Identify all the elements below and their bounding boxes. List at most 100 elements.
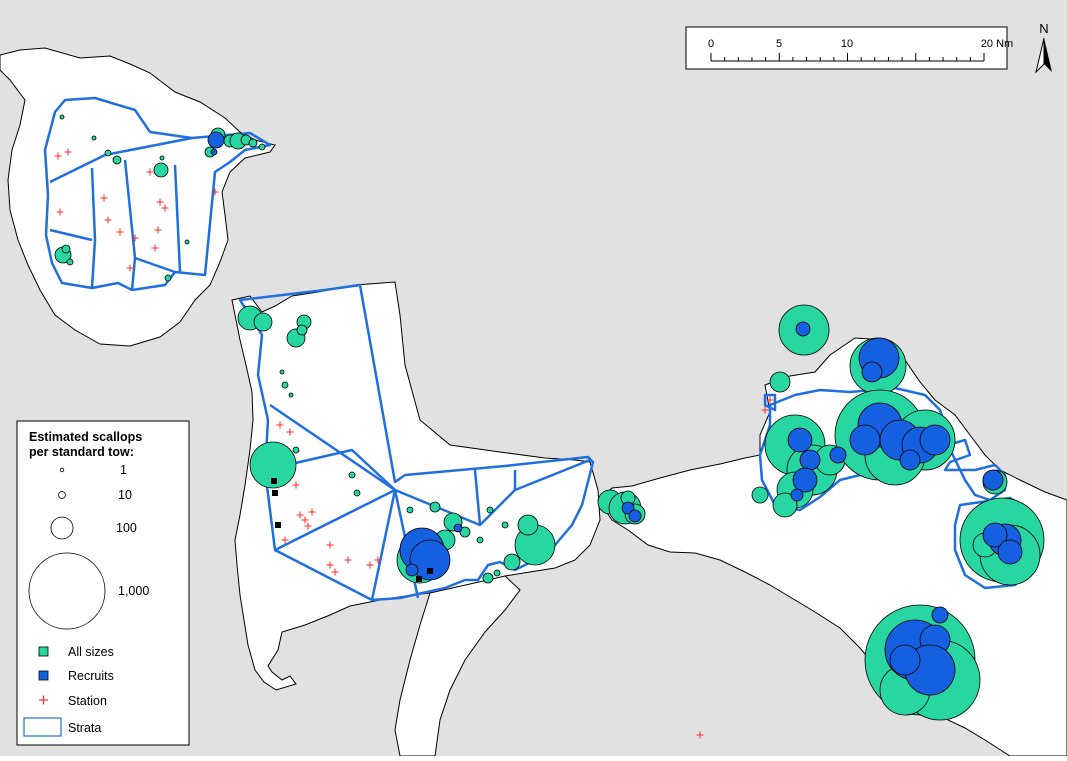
station-cross-icon <box>104 216 112 224</box>
recruits-circle <box>207 131 225 149</box>
recruits-circle <box>628 509 642 523</box>
black-square-marker <box>427 568 433 574</box>
all-sizes-circle <box>104 149 112 157</box>
recruits-circle <box>799 449 821 471</box>
all-sizes-circle <box>296 324 308 336</box>
legend-recruits-label: Recruits <box>68 669 114 683</box>
legend: Estimated scallops per standard tow: 1 1… <box>16 420 190 746</box>
station-cross-icon <box>292 481 300 489</box>
station-cross-icon <box>326 561 334 569</box>
all-sizes-circle <box>61 244 71 254</box>
all-sizes-circle <box>258 143 266 151</box>
north-arrow-icon: N <box>1035 21 1052 74</box>
stratum-nw-divider-4 <box>134 256 176 274</box>
all-sizes-circle <box>281 381 289 389</box>
recruits-circle <box>409 539 451 581</box>
stratum-nw-divider-5 <box>173 164 182 273</box>
all-sizes-circle <box>751 486 769 504</box>
all-sizes-circle <box>353 489 361 497</box>
black-square-marker <box>416 576 422 582</box>
station-cross-icon <box>308 508 316 516</box>
recruits-circle <box>453 523 463 533</box>
station-cross-icon <box>100 194 108 202</box>
station-cross-icon <box>54 152 62 160</box>
legend-title-line1: Estimated scallops <box>29 430 142 444</box>
north-arrow-left-half <box>1035 37 1045 74</box>
all-sizes-circle <box>348 471 356 479</box>
all-sizes-circle <box>772 492 798 518</box>
station-cross-icon <box>154 226 162 234</box>
stratum-central-divider-5 <box>473 469 517 527</box>
station-cross-icon <box>696 731 704 739</box>
recruits-circle <box>849 424 881 456</box>
stratum-northwest <box>43 96 272 292</box>
station-cross-icon <box>374 556 382 564</box>
station-cross-icon <box>366 561 374 569</box>
recruits-circle <box>861 361 883 383</box>
legend-recruits-swatch <box>38 670 49 681</box>
recruits-circle <box>982 469 1004 491</box>
all-sizes-circle <box>406 506 414 514</box>
stratum-nw-divider-6 <box>49 228 93 242</box>
station-cross-icon <box>161 204 169 212</box>
all-sizes-circle <box>459 526 471 538</box>
north-arrow-right-half <box>1044 38 1052 72</box>
station-cross-icon <box>761 406 769 414</box>
all-sizes-circle <box>253 312 273 332</box>
all-sizes-circle <box>501 521 509 529</box>
recruits-circles <box>207 131 1023 696</box>
stratum-east-1 <box>763 393 777 412</box>
scale-label-0: 0 <box>708 38 714 50</box>
all-sizes-circle <box>486 506 494 514</box>
legend-strata-swatch <box>23 717 62 737</box>
legend-size-100-circle <box>50 516 74 540</box>
recruits-circle <box>829 446 847 464</box>
station-cross-icon <box>766 396 774 404</box>
station-cross-icon <box>126 264 134 272</box>
station-cross-icon <box>116 228 124 236</box>
station-cross-icon <box>296 511 304 519</box>
recruits-circle <box>621 501 635 515</box>
legend-size-1000-label: 1,000 <box>118 584 149 598</box>
station-cross-icon <box>64 148 72 156</box>
scale-label-5: 5 <box>776 38 782 50</box>
legend-station-cross-icon <box>39 695 48 705</box>
recruits-circle <box>919 424 951 456</box>
recruits-circle <box>899 449 921 471</box>
all-sizes-circle <box>517 514 539 536</box>
recruits-circle <box>787 427 813 453</box>
scale-label-20nm: 20 Nm <box>981 38 1013 50</box>
all-sizes-circle <box>66 258 74 266</box>
stratum-nw-divider-2 <box>90 167 97 289</box>
all-sizes-circle <box>429 501 441 513</box>
scale-label-10: 10 <box>841 38 853 50</box>
all-sizes-circle <box>248 138 258 148</box>
all-sizes-circle <box>493 569 501 577</box>
legend-size-1000-circle <box>28 552 106 630</box>
all-sizes-circle <box>292 446 300 454</box>
station-cross-icon <box>301 516 309 524</box>
recruits-circle <box>982 522 1008 548</box>
station-markers <box>54 148 774 739</box>
station-cross-icon <box>276 421 284 429</box>
legend-title-line2: per standard tow: <box>29 445 134 459</box>
station-cross-icon <box>211 188 219 196</box>
legend-all-sizes-swatch <box>38 646 49 657</box>
legend-station-label: Station <box>68 694 107 708</box>
north-label: N <box>1039 21 1048 36</box>
stratum-nw-divider-1 <box>49 136 193 184</box>
legend-strata-label: Strata <box>68 721 101 735</box>
station-cross-icon <box>286 428 294 436</box>
all-sizes-circle <box>482 572 494 584</box>
legend-size-10-circle <box>58 491 66 499</box>
legend-size-1-label: 1 <box>120 463 127 477</box>
legend-all-sizes-label: All sizes <box>68 645 114 659</box>
legend-size-10-label: 10 <box>118 488 132 502</box>
all-sizes-circle <box>279 369 285 375</box>
recruits-circle <box>405 563 419 577</box>
station-cross-icon <box>151 244 159 252</box>
stratum-central-divider-2 <box>269 403 396 492</box>
all-sizes-circle <box>288 392 294 398</box>
